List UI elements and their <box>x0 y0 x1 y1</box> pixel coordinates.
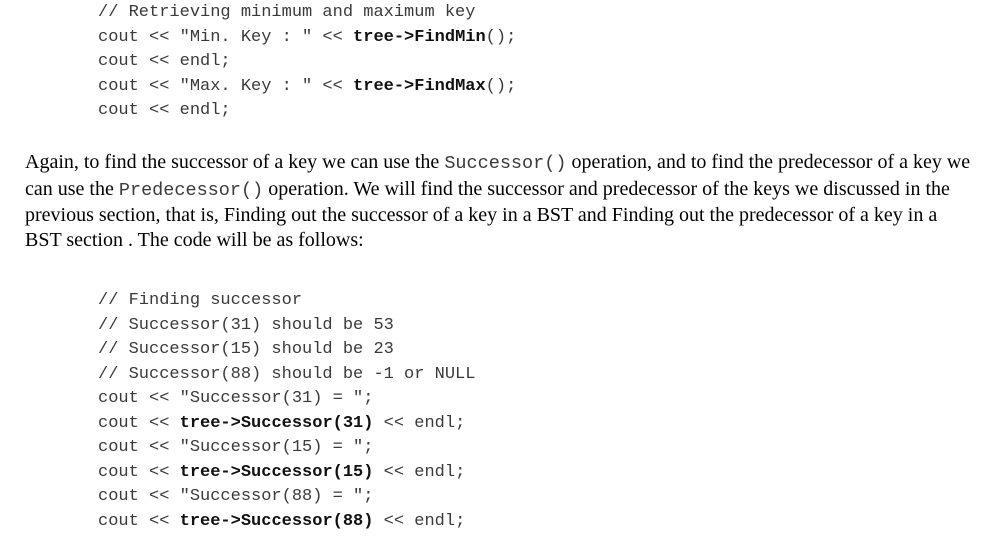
code-line-find-max: cout << "Max. Key : " << tree->FindMax()… <box>98 75 516 100</box>
code-line-print-15: cout << "Successor(15) = "; <box>98 438 374 457</box>
code-comment: // Finding successor <box>98 291 303 310</box>
code-text: cout << <box>98 413 180 433</box>
code-text: cout << "Max. Key : " << <box>98 76 354 96</box>
code-call-successor-88: tree->Successor(88) <box>179 511 374 531</box>
code-line-find-min: cout << "Min. Key : " << tree->FindMin()… <box>98 26 516 51</box>
code-call-successor-31: tree->Successor(31) <box>179 413 374 433</box>
code-call-find-max: tree->FindMax <box>353 76 486 96</box>
code-line-endl: cout << endl; <box>98 101 231 120</box>
body-paragraph: Again, to find the successor of a key we… <box>25 150 975 252</box>
code-text: << endl; <box>373 413 466 433</box>
code-text: cout << <box>98 462 180 482</box>
code-line-print-88: cout << "Successor(88) = "; <box>98 487 374 506</box>
code-block-min-max: // Retrieving minimum and maximum key co… <box>98 1 516 124</box>
code-text: cout << <box>98 511 180 531</box>
code-text: << endl; <box>373 462 466 482</box>
inline-code-successor: Successor() <box>444 153 567 174</box>
inline-code-predecessor: Predecessor() <box>118 179 264 201</box>
paragraph-text: operation, and to find the predecessor o… <box>25 151 971 200</box>
code-text: << endl; <box>373 511 466 531</box>
code-comment: // Successor(15) should be 23 <box>98 340 394 359</box>
code-text: (); <box>485 76 517 96</box>
code-line-print-31: cout << "Successor(31) = "; <box>98 389 374 408</box>
code-comment: // Successor(88) should be -1 or NULL <box>98 364 476 384</box>
code-text: (); <box>485 27 517 47</box>
code-line-call-88: cout << tree->Successor(88) << endl; <box>98 510 475 535</box>
code-text: cout << "Min. Key : " << <box>98 27 354 47</box>
code-call-find-min: tree->FindMin <box>353 27 486 47</box>
code-line-call-31: cout << tree->Successor(31) << endl; <box>98 412 475 437</box>
code-block-successor: // Finding successor // Successor(31) sh… <box>98 289 475 534</box>
paragraph-text: Again, to find the successor of a key we… <box>25 151 445 173</box>
code-comment: // Retrieving minimum and maximum key <box>98 3 476 22</box>
code-call-successor-15: tree->Successor(15) <box>179 462 374 482</box>
code-line-call-15: cout << tree->Successor(15) << endl; <box>98 461 475 486</box>
code-line-endl: cout << endl; <box>98 52 231 71</box>
code-comment: // Successor(31) should be 53 <box>98 315 394 335</box>
paragraph-text: operation. We will find the successor an… <box>25 177 950 251</box>
